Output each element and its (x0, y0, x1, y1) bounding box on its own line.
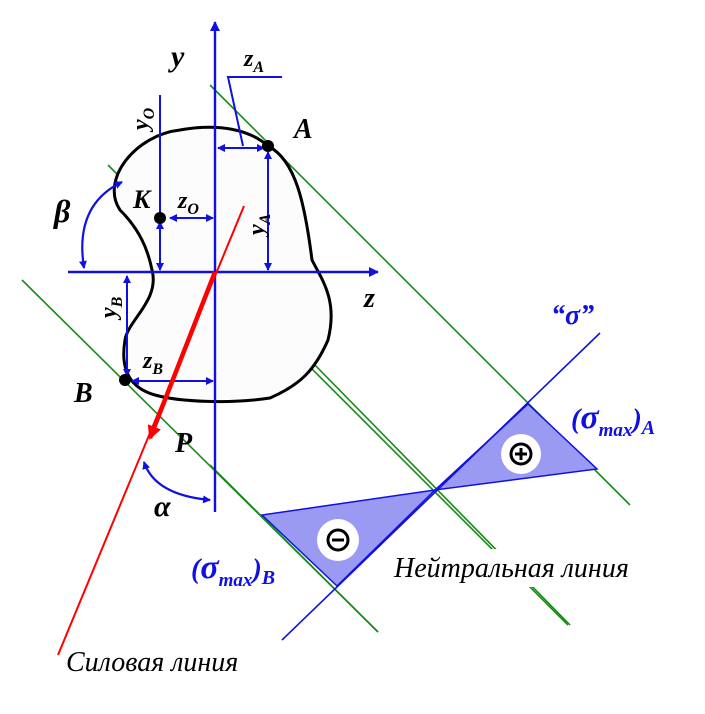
tangent-line-B-lower (209, 464, 379, 633)
beta-label: β (53, 193, 71, 229)
sigma-max-B-label: (σmax)B (191, 549, 275, 591)
neutral-line-caption: Нейтральная линия (393, 553, 629, 584)
neutral-line-caption-bg (390, 549, 670, 587)
sigma-axis (281, 332, 601, 641)
zA-leader (226, 76, 282, 147)
point-B-label: B (73, 378, 93, 409)
zO-label: zO (177, 188, 199, 218)
yA-label: yA (244, 213, 274, 238)
sigma-max-A-label: (σmax)A (571, 399, 655, 441)
point-A-label: A (292, 114, 313, 145)
point-K-dot (154, 212, 166, 224)
points (119, 140, 274, 386)
y-axis-label: y (168, 40, 185, 73)
sigma-axis-label: “σ” (551, 300, 594, 331)
beta-arc (78, 181, 123, 269)
yO-label: yO (128, 107, 158, 133)
point-P-label: P (174, 428, 193, 459)
point-A-dot (262, 140, 274, 152)
plus-sign-icon (501, 434, 541, 474)
alpha-label: α (154, 490, 171, 523)
minus-sign-icon (317, 519, 359, 561)
alpha-arc (142, 461, 211, 504)
zB-label: zB (142, 348, 163, 378)
z-axis-label: z (363, 283, 375, 314)
zA-label: zA (243, 46, 264, 76)
axes (68, 21, 379, 512)
point-K-label: K (132, 185, 152, 214)
stress-diagram-triangles (260, 332, 601, 641)
force-arrow (147, 271, 218, 440)
point-B-dot (119, 374, 131, 386)
yB-label: yB (96, 296, 126, 321)
force-line-caption: Силовая линия (66, 647, 238, 678)
dimension-lines (123, 76, 282, 385)
